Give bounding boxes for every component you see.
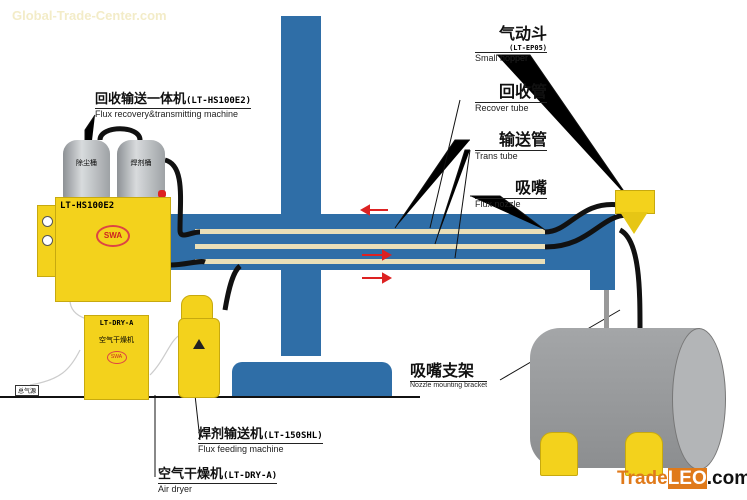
label-cn: 气动斗: [498, 24, 547, 43]
label-bracket: 吸嘴支架 Nozzle mounting bracket: [410, 357, 488, 389]
nozzle-bracket: [604, 290, 609, 335]
label-model: (LT-EP05): [475, 44, 547, 53]
trans-tube-pipe-2: [195, 259, 545, 264]
watermark-tradeleo: TradeLEO.com: [617, 468, 747, 490]
trans-tube-pipe: [195, 244, 545, 249]
dryer-model-label: LT-DRY-A: [99, 319, 134, 327]
label-en: Flux feeding machine: [198, 444, 284, 454]
label-model: (LT-DRY-A): [223, 471, 278, 481]
warning-light: [158, 190, 166, 198]
label-trans-tube: 输送管 Trans tube: [475, 126, 547, 161]
label-en: Trans tube: [475, 151, 518, 161]
dryer-cn-label: 空气干燥机: [99, 337, 134, 344]
label-recovery-machine: 回收输送一体机(LT-HS100E2) Flux recovery&transm…: [95, 88, 252, 119]
column-base: [232, 362, 392, 396]
swa-logo: SWA: [96, 225, 130, 247]
label-cn: 回收管: [475, 78, 547, 103]
small-hopper: [615, 190, 655, 214]
watermark-part1: Trade: [617, 468, 668, 489]
label-cn: 吸嘴: [475, 174, 547, 199]
pipe-end: [672, 328, 726, 470]
pressure-gauge-icon: [41, 235, 53, 246]
recovery-machine: LT-HS100E2 SWA: [55, 197, 171, 302]
label-dryer: 空气干燥机(LT-DRY-A) Air dryer: [158, 463, 278, 494]
label-model: (LT-HS100E2): [186, 96, 252, 106]
feeder-hopper: [181, 295, 213, 321]
label-hopper: 气动斗 (LT-EP05) Small hopper: [475, 20, 547, 63]
label-en: Recover tube: [475, 103, 529, 113]
dust-tank: 除尘桶: [63, 140, 110, 198]
flux-tank: 焊剂桶: [117, 140, 165, 198]
watermark-part3: .com: [706, 468, 747, 489]
dust-tank-label: 除尘桶: [76, 160, 97, 167]
label-en: Nozzle mounting bracket: [410, 382, 488, 389]
gauge-panel: [37, 205, 57, 277]
roller-stand-right: [625, 432, 663, 476]
roller-stand-left: [540, 432, 578, 476]
machine-model-label: LT-HS100E2: [60, 201, 115, 211]
label-cn: 输送管: [475, 126, 547, 151]
warning-icon: [193, 339, 205, 349]
pressure-gauge-icon: [41, 216, 53, 227]
air-dryer: LT-DRY-A 空气干燥机 SWA: [84, 315, 149, 400]
hopper-cone: [620, 212, 648, 234]
recover-tube-pipe: [195, 229, 545, 234]
air-source-label: 总气源: [15, 385, 40, 396]
label-en: Flux nozzle: [475, 199, 521, 209]
watermark-top: Global-Trade-Center.com: [12, 8, 167, 23]
label-en: Air dryer: [158, 484, 193, 494]
watermark-part2: LEO: [667, 468, 707, 489]
flux-tank-label: 焊剂桶: [130, 160, 152, 167]
label-flux-nozzle: 吸嘴 Flux nozzle: [475, 174, 547, 209]
label-cn: 焊剂输送机: [198, 427, 264, 442]
label-en: Flux recovery&transmitting machine: [95, 109, 239, 119]
label-model: (LT-150SHL): [263, 431, 323, 441]
label-cn: 吸嘴支架: [410, 357, 488, 382]
label-recover-tube: 回收管 Recover tube: [475, 78, 547, 113]
label-cn: 回收输送一体机: [95, 92, 187, 107]
flux-feeding-machine: [178, 318, 220, 398]
label-cn: 空气干燥机: [158, 467, 224, 482]
label-en: Small hopper: [475, 53, 529, 63]
swa-logo: SWA: [106, 351, 127, 364]
column: [281, 16, 321, 356]
label-feeder: 焊剂输送机(LT-150SHL) Flux feeding machine: [198, 423, 323, 454]
